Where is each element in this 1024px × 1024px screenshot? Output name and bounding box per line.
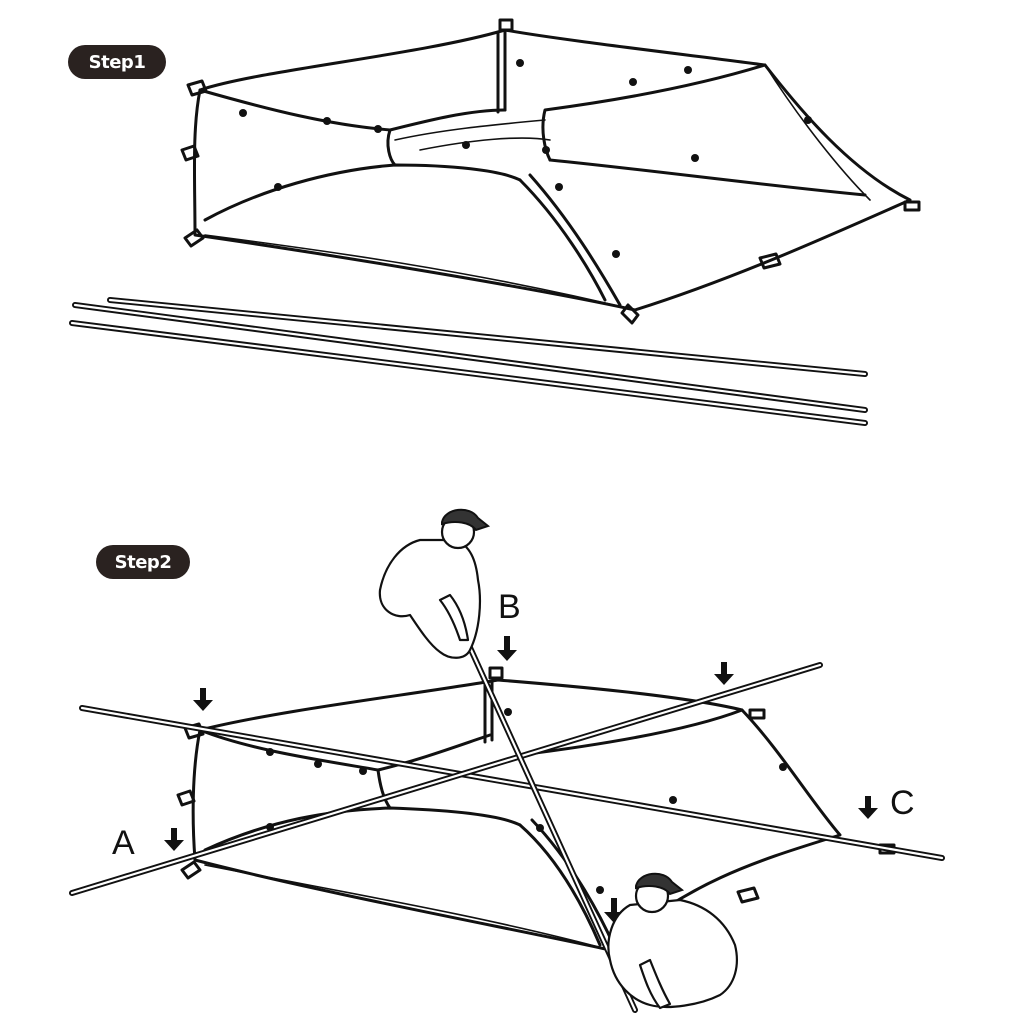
person-icon: [607, 872, 738, 1010]
tent-body-icon: [176, 666, 896, 952]
marker-b-label: B: [498, 588, 521, 626]
tent-body-icon: [180, 18, 921, 325]
arrow-down-icon: [858, 796, 878, 819]
arrow-down-icon: [164, 828, 184, 851]
arrow-down-icon: [193, 688, 213, 711]
arrow-down-icon: [497, 636, 517, 661]
step1-badge: Step1: [68, 45, 166, 79]
marker-a-label: A: [112, 824, 135, 862]
person-icon: [378, 508, 491, 659]
marker-c-label: C: [890, 784, 915, 822]
tent-pole-icon: [69, 627, 945, 1013]
arrow-down-icon: [714, 662, 734, 685]
step2-badge: Step2: [96, 545, 190, 579]
tent-pole-icon: [69, 297, 868, 426]
